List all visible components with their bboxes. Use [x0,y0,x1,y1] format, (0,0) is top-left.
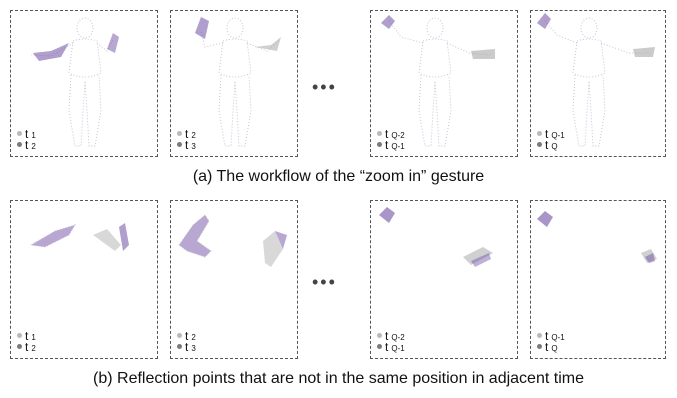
dot-icon [177,344,182,349]
ellipsis: ••• [312,77,337,97]
human-mesh-figure [537,13,655,147]
dot-icon [377,131,382,136]
dot-icon [17,344,22,349]
dot-icon [537,333,542,338]
dot-icon [377,333,382,338]
dot-icon [537,344,542,349]
reflection-points-figure [537,211,657,263]
dot-icon [537,142,542,147]
caption-a: (a) The workflow of the “zoom in” gestur… [192,168,485,185]
reflection-points-figure [29,223,129,251]
dot-icon [177,131,182,136]
human-mesh-figure [195,17,281,147]
human-mesh-figure [30,17,119,147]
ellipsis: ••• [312,272,337,292]
dot-icon [177,333,182,338]
reflection-points-figure [178,214,287,267]
dot-icon [537,131,542,136]
human-mesh-figure [381,15,495,147]
dot-icon [17,333,22,338]
dot-icon [17,131,22,136]
dot-icon [177,142,182,147]
dot-icon [377,142,382,147]
caption-b: (b) Reflection points that are not in th… [93,370,584,387]
dot-icon [377,344,382,349]
dot-icon [17,142,22,147]
reflection-points-figure [379,207,493,267]
